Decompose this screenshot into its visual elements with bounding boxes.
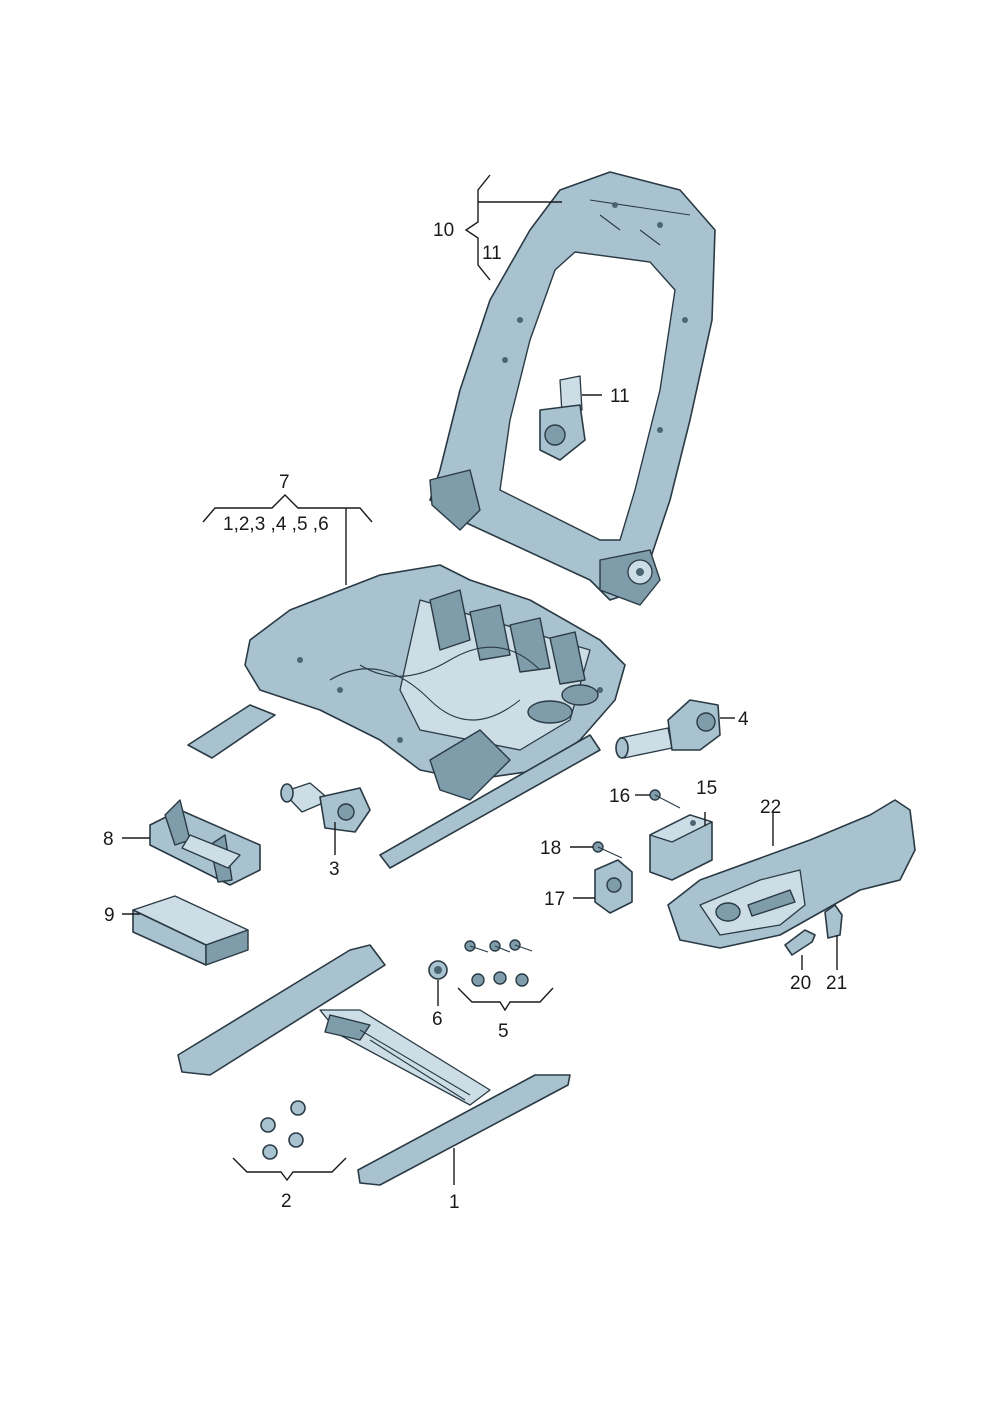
screw-16	[649, 789, 681, 809]
callout-6: 6	[432, 1009, 443, 1030]
control-unit-9	[132, 895, 249, 966]
callout-5: 5	[498, 1021, 509, 1042]
callout-labels: 10 11 11 7 1,2,3 ,4 ,5 ,6 4 16 15 22 8 3…	[103, 220, 847, 1213]
nut-6	[428, 960, 448, 980]
bracket-8	[149, 799, 261, 886]
callout-1: 1	[449, 1192, 460, 1213]
screws-5	[464, 939, 533, 987]
callout-21: 21	[826, 973, 847, 994]
callout-15: 15	[696, 778, 717, 799]
seat-frame	[187, 564, 626, 869]
adjuster-motor-4	[615, 699, 721, 759]
knob-20	[784, 929, 816, 956]
callout-16: 16	[609, 786, 630, 807]
clips-2	[260, 1100, 306, 1160]
callout-11-side: 11	[610, 386, 630, 407]
screw-18	[592, 841, 623, 859]
callout-22: 22	[760, 797, 781, 818]
switch-17	[594, 859, 633, 914]
callout-18: 18	[540, 838, 561, 859]
switch-housing-15	[649, 814, 713, 881]
knob-21	[824, 904, 843, 939]
callout-4: 4	[738, 709, 749, 730]
callout-10: 10	[433, 220, 454, 241]
callout-7: 7	[279, 472, 290, 493]
callout-8: 8	[103, 829, 114, 850]
callout-11-top: 11	[482, 243, 502, 264]
leader-lines	[122, 174, 838, 1185]
callout-2: 2	[281, 1191, 292, 1212]
callout-20: 20	[790, 973, 811, 994]
adjuster-motor-3	[280, 782, 371, 833]
callout-17: 17	[544, 889, 565, 910]
callout-9: 9	[104, 905, 115, 926]
side-trim-22	[667, 799, 916, 949]
seat-rails-1	[177, 944, 571, 1186]
callout-3: 3	[329, 859, 340, 880]
callout-7-sub: 1,2,3 ,4 ,5 ,6	[223, 514, 329, 535]
lumbar-motor	[539, 375, 586, 461]
